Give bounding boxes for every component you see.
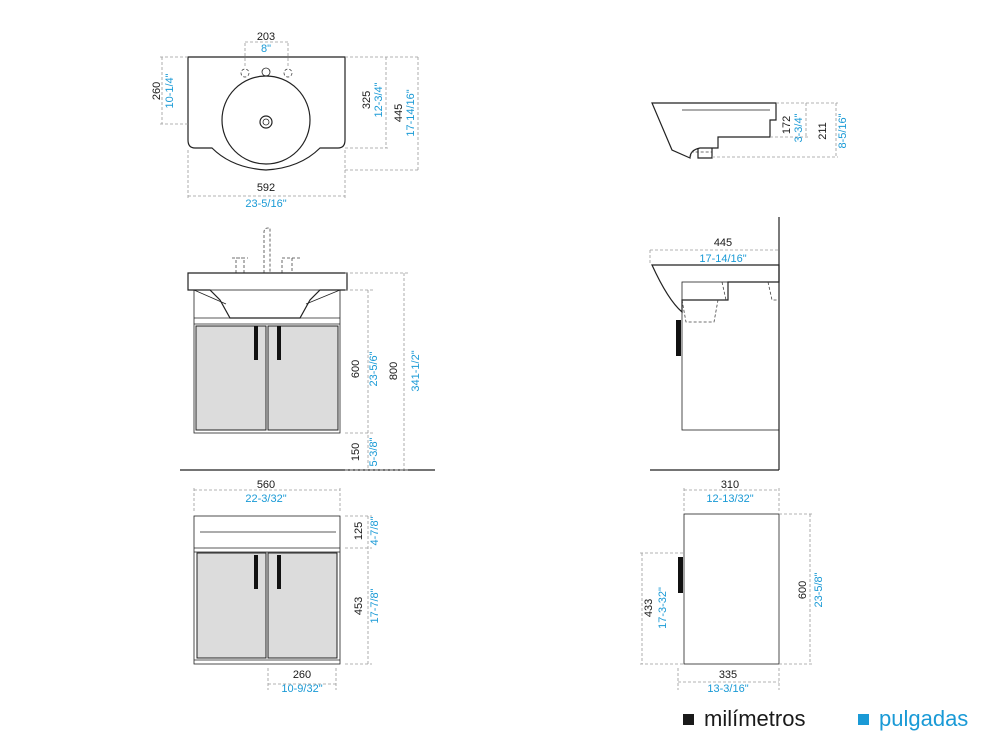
legend-mm-swatch: [683, 713, 694, 725]
dim-side-top-mm: 310: [721, 479, 739, 491]
dim-door-width-mm: 260: [293, 669, 311, 681]
dim-basin-b-in: 8-5/16": [837, 113, 849, 148]
dim-depth-mm: 445: [393, 104, 405, 122]
dim-side-height-mm: 600: [797, 581, 809, 599]
dim-side-depth-in: 17-14/16": [699, 253, 746, 265]
dim-cab-top-mm: 125: [353, 522, 365, 540]
dim-hole-spacing-mm: 203: [257, 31, 275, 43]
dim-front-cabinet-mm: 600: [350, 360, 362, 378]
dim-center-in: 12-3/4": [373, 82, 385, 117]
dim-cab-door-in: 17-7/8": [369, 588, 381, 623]
legend-mm-label: milímetros: [704, 706, 806, 731]
dim-top-width-in: 23-5/16": [245, 198, 286, 210]
dim-cab-width-mm: 560: [257, 479, 275, 491]
dim-top-height-in: 10-1/4": [164, 73, 176, 108]
legend-in-swatch: [858, 713, 869, 725]
cabinet-front-view: 560 22-3/32" 125 4-7/8" 453 17-7/8" 260 …: [193, 479, 381, 695]
dim-side-handle-mm: 433: [643, 599, 655, 617]
dim-front-total-mm: 800: [388, 362, 400, 380]
front-elevation: 600 23-5/6" 800 341-1/2" 150 5-3/8": [180, 227, 435, 471]
dim-basin-a-in: 3-3/4": [793, 113, 805, 142]
dim-basin-a-mm: 172: [781, 116, 793, 134]
dim-cab-door-mm: 453: [353, 597, 365, 615]
dim-front-total-in: 341-1/2": [410, 350, 422, 391]
dim-side-top-in: 12-13/32": [706, 493, 753, 505]
dim-basin-b-mm: 211: [817, 122, 829, 140]
dim-front-floor-mm: 150: [350, 443, 362, 461]
legend-in: pulgadas: [858, 706, 968, 732]
dim-door-width-in: 10-9/32": [281, 683, 322, 695]
basin-side-view: 172 3-3/4" 211 8-5/16": [651, 102, 849, 159]
legend-in-label: pulgadas: [879, 706, 969, 731]
dim-top-height-mm: 260: [151, 82, 163, 100]
dim-front-floor-in: 5-3/8": [368, 437, 380, 466]
dim-cab-top-in: 4-7/8": [369, 516, 381, 545]
dim-side-bottom-in: 13-3/16": [707, 683, 748, 695]
dim-front-cabinet-in: 23-5/6": [368, 351, 380, 386]
basin-top-view: 203 8" 260 10-1/4" 325 12-3/4" 445 17-14…: [151, 31, 420, 210]
dim-cab-width-in: 22-3/32": [245, 493, 286, 505]
dim-side-bottom-mm: 335: [719, 669, 737, 681]
dim-side-height-in: 23-5/8": [813, 572, 825, 607]
legend-mm: milímetros: [683, 706, 805, 732]
dim-center-mm: 325: [361, 91, 373, 109]
dim-depth-in: 17-14/16": [405, 89, 417, 136]
side-elevation: 445 17-14/16": [649, 217, 780, 471]
dim-side-handle-in: 17-3-32": [657, 587, 669, 629]
cabinet-side-view: 310 12-13/32" 600 23-5/8" 433 17-3-32" 3…: [640, 479, 825, 695]
dim-hole-spacing-in: 8": [261, 43, 271, 55]
dim-top-width-mm: 592: [257, 182, 275, 194]
dim-side-depth-mm: 445: [714, 237, 732, 249]
